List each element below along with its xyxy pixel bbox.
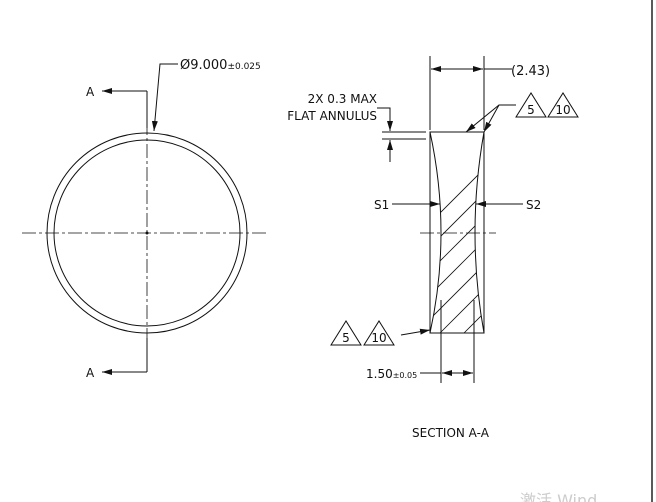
- annulus-leader: [377, 107, 393, 131]
- quality-value: 10: [371, 331, 386, 345]
- hatch-line: [512, 103, 656, 333]
- triangle-icon: [515, 92, 547, 118]
- width-dimension: (2.43): [511, 64, 550, 79]
- hatch-line: [439, 132, 484, 333]
- diameter-leader: [151, 63, 178, 132]
- section-view: (2.43) 2X 0.3 MAX FLAT ANNULUS 5 10 S1 S…: [287, 56, 656, 440]
- flat-annulus-line1: 2X 0.3 MAX: [308, 92, 377, 106]
- triangle-icon: [547, 92, 579, 118]
- quality-value: 5: [342, 331, 350, 345]
- surface-s2-label: S2: [526, 198, 541, 212]
- surface-quality-top: 5 10: [515, 92, 579, 118]
- triangle-icon: [330, 320, 362, 346]
- hatch-line: [608, 103, 656, 333]
- hatch-line: [430, 132, 484, 333]
- lens-section-profile: [429, 131, 485, 334]
- hatch-line: [584, 103, 656, 333]
- section-title: SECTION A-A: [412, 426, 490, 440]
- surface-quality-bottom: 5 10: [330, 320, 395, 346]
- hatch-line: [430, 132, 484, 333]
- triangle-icon: [363, 320, 395, 346]
- section-label-bottom: A: [86, 366, 95, 380]
- hatch-line: [488, 103, 656, 333]
- hatch-line: [536, 103, 656, 333]
- watermark: 激活 Wind: [520, 491, 597, 502]
- hatch-line: [463, 132, 484, 333]
- front-view: A A Ø9.000±0.025: [22, 58, 268, 380]
- surface-s1-label: S1: [374, 198, 389, 212]
- hatch-line: [430, 132, 484, 333]
- quality-value: 10: [555, 103, 570, 117]
- flat-annulus-line2: FLAT ANNULUS: [287, 109, 377, 123]
- hatching: [430, 103, 656, 333]
- center-point: [145, 231, 149, 235]
- thickness-dimension: 1.50±0.05: [366, 367, 417, 381]
- quality-leader-bottom: [400, 328, 431, 336]
- quality-value: 5: [527, 103, 535, 117]
- diameter-dimension: Ø9.000±0.025: [180, 58, 261, 73]
- quality-leader: [483, 104, 500, 133]
- hatch-line: [560, 103, 656, 333]
- hatch-line: [430, 132, 484, 333]
- section-label-top: A: [86, 85, 95, 99]
